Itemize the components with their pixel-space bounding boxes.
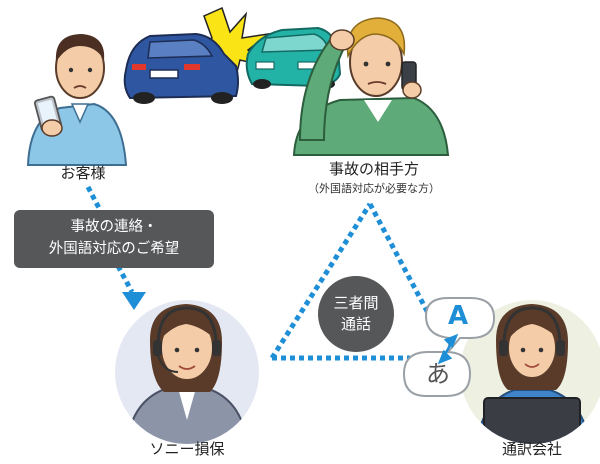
request-callout-line1: 事故の連絡・: [70, 219, 158, 235]
sony-label: ソニー損保: [149, 440, 225, 458]
connector-lines: [85, 185, 439, 361]
translation-kana-label: あ: [426, 360, 450, 388]
request-callout-line2: 外国語対応のご希望: [48, 241, 180, 257]
laptop-icon: [483, 397, 581, 444]
other-party-label: 事故の相手方: [328, 160, 419, 178]
headset-icon: [153, 306, 221, 373]
request-callout: 事故の連絡・ 外国語対応のご希望: [14, 210, 214, 268]
three-way-call-line2: 通話: [340, 315, 371, 333]
speech-bubble-kana-icon: [402, 351, 472, 397]
translation-latin-label: A: [447, 301, 469, 331]
swap-arrows-icon: [437, 333, 459, 365]
other-party-note: （外国語対応が必要な方）: [308, 182, 440, 195]
car-crash-illustration: [123, 6, 342, 104]
three-way-call-line1: 三者間: [333, 294, 379, 312]
customer-label: お客様: [60, 164, 106, 182]
arrow-down-icon: [122, 292, 146, 310]
blue-car-icon: [123, 32, 239, 104]
customer-person-illustration: [26, 34, 128, 166]
sony-operator-illustration: [115, 300, 259, 444]
speech-bubble-a-icon: [424, 297, 496, 356]
interpreter-operator-illustration: [460, 300, 600, 444]
other-party-person-illustration: [292, 17, 450, 156]
three-way-call-badge: 三者間 通話: [318, 276, 394, 352]
interpreter-label: 通訳会社: [501, 440, 562, 458]
translation-bubbles: [402, 297, 496, 397]
